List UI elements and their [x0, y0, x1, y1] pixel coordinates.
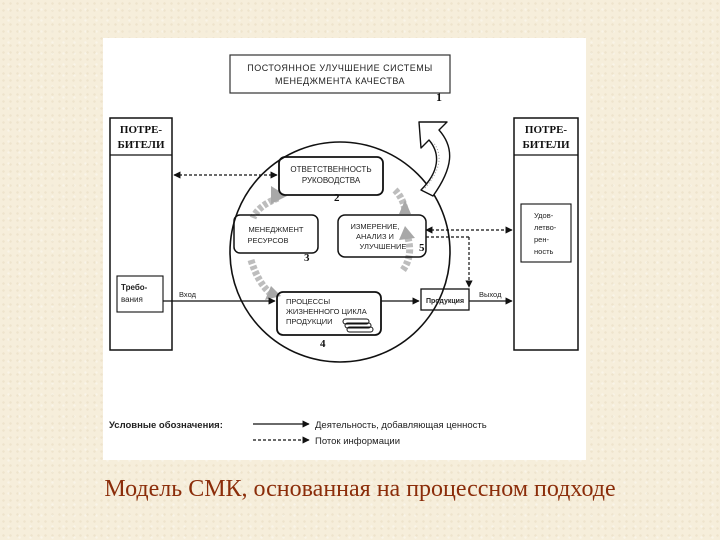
- resources-line-2: РЕСУРСОВ: [248, 236, 289, 245]
- input-label: Вход: [179, 290, 197, 299]
- diagram-canvas: ПОСТОЯННОЕ УЛУЧШЕНИЕ СИСТЕМЫ МЕНЕДЖМЕНТА…: [109, 54, 579, 447]
- resources-line-1: МЕНЕДЖМЕНТ: [249, 225, 304, 234]
- product-process-line-1: ПРОЦЕССЫ: [286, 297, 330, 306]
- label-number-5: 5: [419, 242, 425, 254]
- satisfaction-line-3: рен-: [534, 235, 549, 244]
- product-label: Продукция: [426, 298, 464, 305]
- measurement-analysis-box: ИЗМЕРЕНИЕ, АНАЛИЗ И УЛУЧШЕНИЕ 5: [337, 214, 427, 258]
- resource-management-box: МЕНЕДЖМЕНТ РЕСУРСОВ 3: [233, 214, 319, 264]
- measurement-line-3: УЛУЧШЕНИЕ: [360, 242, 407, 251]
- slide-caption: Модель СМК, основанная на процессном под…: [104, 476, 616, 502]
- label-number-3: 3: [304, 252, 310, 264]
- product-box: Продукция: [420, 288, 470, 311]
- label-number-2: 2: [334, 192, 340, 204]
- product-process-line-2: ЖИЗНЕННОГО ЦИКЛА: [286, 307, 367, 316]
- label-number-4: 4: [320, 338, 326, 350]
- satisfaction-line-2: летво-: [534, 223, 557, 232]
- input-output-flow: Вход Выход: [163, 290, 513, 305]
- customers-right-line-2: БИТЕЛИ: [522, 139, 570, 151]
- requirements-line-1: Требо-: [121, 283, 148, 292]
- customers-left-box: ПОТРЕ- БИТЕЛИ Требо- вания: [109, 117, 173, 351]
- legend-info-flow: Поток информации: [315, 436, 400, 447]
- satisfaction-line-1: Удов-: [534, 211, 554, 220]
- satisfaction-line-4: ность: [534, 247, 553, 256]
- output-label: Выход: [479, 290, 502, 299]
- measurement-line-1: ИЗМЕРЕНИЕ,: [350, 222, 399, 231]
- customers-left-line-1: ПОТРЕ-: [120, 124, 163, 136]
- product-realization-box: ПРОЦЕССЫ ЖИЗНЕННОГО ЦИКЛА ПРОДУКЦИИ 4: [276, 291, 382, 350]
- legend-value-added: Деятельность, добавляющая ценность: [315, 420, 487, 431]
- information-flow: [173, 171, 513, 288]
- responsibility-line-1: ОТВЕТСТВЕННОСТЬ: [290, 165, 371, 174]
- product-stack-icon: [342, 318, 374, 333]
- management-responsibility-box: ОТВЕТСТВЕННОСТЬ РУКОВОДСТВА 2: [278, 156, 384, 204]
- process-cycle-circle: [229, 141, 451, 363]
- responsibility-line-2: РУКОВОДСТВА: [302, 176, 361, 185]
- qms-process-diagram: ПОСТОЯННОЕ УЛУЧШЕНИЕ СИСТЕМЫ МЕНЕДЖМЕНТА…: [103, 38, 586, 460]
- legend: Условные обозначения: Деятельность, доба…: [109, 420, 487, 447]
- title-line-2: МЕНЕДЖМЕНТА КАЧЕСТВА: [275, 76, 405, 86]
- title-line-1: ПОСТОЯННОЕ УЛУЧШЕНИЕ СИСТЕМЫ: [247, 63, 432, 73]
- customers-left-line-2: БИТЕЛИ: [117, 139, 165, 151]
- customers-right-line-1: ПОТРЕ-: [525, 124, 568, 136]
- title-box: ПОСТОЯННОЕ УЛУЧШЕНИЕ СИСТЕМЫ МЕНЕДЖМЕНТА…: [229, 54, 451, 104]
- label-number-1: 1: [436, 90, 442, 104]
- legend-title: Условные обозначения:: [109, 420, 223, 431]
- requirements-line-2: вания: [121, 295, 143, 304]
- product-process-line-3: ПРОДУКЦИИ: [286, 317, 333, 326]
- measurement-line-2: АНАЛИЗ И: [356, 232, 394, 241]
- improvement-arrow: [418, 121, 451, 197]
- customers-right-box: ПОТРЕ- БИТЕЛИ Удов- летво- рен- ность: [513, 117, 579, 351]
